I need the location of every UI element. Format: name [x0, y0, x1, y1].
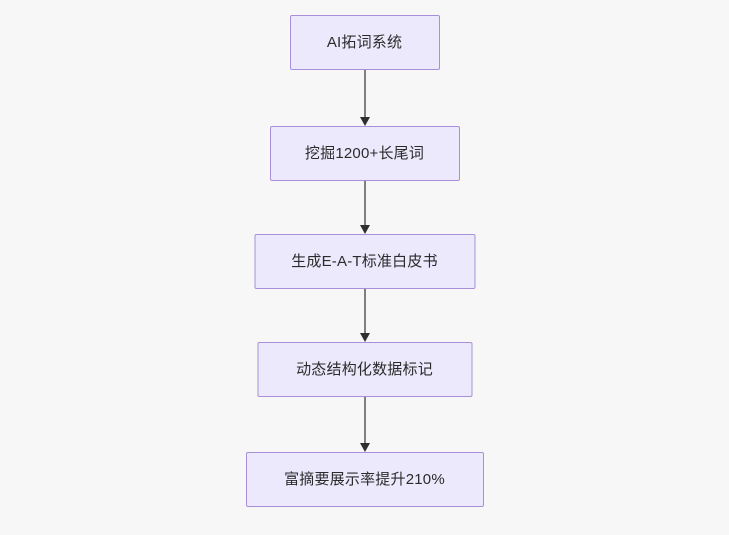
flow-connector-4 — [358, 397, 372, 452]
flow-connector-2 — [358, 181, 372, 234]
connector-line — [363, 397, 366, 444]
flow-node-mine-longtail-keywords[interactable]: 挖掘1200+长尾词 — [269, 126, 460, 181]
flow-node-label: 挖掘1200+长尾词 — [304, 145, 425, 162]
flow-node-label: 生成E-A-T标准白皮书 — [291, 253, 438, 270]
flow-node-label: 富摘要展示率提升210% — [284, 471, 445, 488]
connector-line — [363, 70, 366, 118]
connector-line — [363, 181, 366, 226]
flow-node-label: 动态结构化数据标记 — [296, 361, 433, 378]
arrowhead-down-icon — [359, 225, 370, 234]
arrowhead-down-icon — [359, 117, 370, 126]
flow-node-rich-snippet-impression-uplift[interactable]: 富摘要展示率提升210% — [245, 452, 484, 507]
arrowhead-down-icon — [359, 443, 370, 452]
arrowhead-down-icon — [359, 333, 370, 342]
flow-node-label: AI拓词系统 — [326, 34, 403, 51]
flow-node-dynamic-structured-data-markup[interactable]: 动态结构化数据标记 — [257, 342, 472, 397]
flow-connector-1 — [358, 70, 372, 126]
flow-node-ai-keyword-system[interactable]: AI拓词系统 — [289, 15, 440, 70]
flow-connector-3 — [358, 289, 372, 342]
flow-node-generate-eat-whitepaper[interactable]: 生成E-A-T标准白皮书 — [254, 234, 475, 289]
connector-line — [363, 289, 366, 334]
